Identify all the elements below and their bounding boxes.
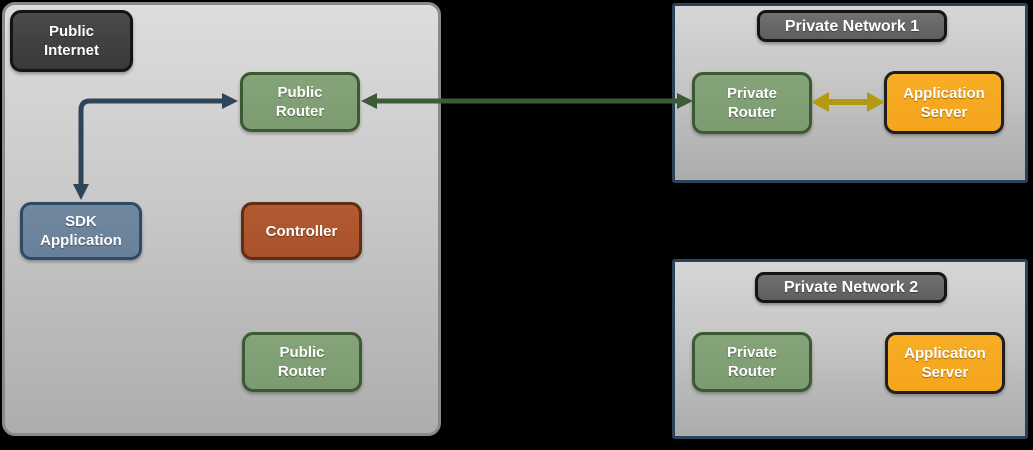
node-private-router-2: Private Router <box>692 332 812 392</box>
private-network-1-label: Private Network 1 <box>757 10 947 42</box>
node-controller: Controller <box>241 202 362 260</box>
zone-public-internet: Public Internet Public Router SDK Applic… <box>2 2 441 436</box>
zone-private-network-1: Private Network 1 Private Router Applica… <box>672 3 1028 183</box>
private-network-2-label: Private Network 2 <box>755 272 947 303</box>
node-private-router-1: Private Router <box>692 72 812 134</box>
node-public-router-bottom: Public Router <box>242 332 362 392</box>
node-sdk-application: SDK Application <box>20 202 142 260</box>
public-internet-label: Public Internet <box>10 10 133 72</box>
node-application-server-1: Application Server <box>884 71 1004 134</box>
node-application-server-2: Application Server <box>885 332 1005 394</box>
node-public-router-top: Public Router <box>240 72 360 132</box>
zone-private-network-2: Private Network 2 Private Router Applica… <box>672 259 1028 439</box>
